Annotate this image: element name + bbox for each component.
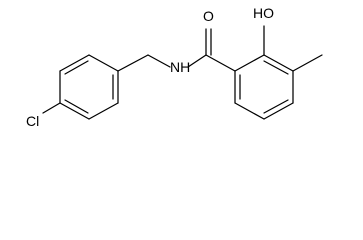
ring-double-bond <box>263 60 289 75</box>
structure-canvas: O HO NH Cl <box>26 5 323 129</box>
molecule-drawing: O HO NH Cl <box>26 5 323 129</box>
carbonyl-to-ring-bond <box>205 54 236 72</box>
methyl-bond <box>292 54 323 72</box>
hydroxymethylphenyl-ring <box>234 54 294 120</box>
carbonyl-oxygen-label: O <box>203 8 214 24</box>
chlorine-label: Cl <box>26 113 39 129</box>
ring-bond <box>263 54 294 72</box>
ring-bond <box>59 102 90 120</box>
c-cl-bond <box>42 102 61 114</box>
ring-double-bond <box>64 99 89 114</box>
ring-bond <box>88 102 119 120</box>
ring-bond <box>234 102 265 120</box>
hydroxyl-label: HO <box>253 5 274 21</box>
ring-bond <box>59 54 90 72</box>
ring-double-bond <box>263 99 289 114</box>
ring-bond <box>263 102 294 120</box>
ch2-to-n-bond <box>147 54 171 68</box>
ring-double-bond <box>64 60 89 75</box>
ring-bond <box>234 54 265 72</box>
n-to-carbonyl-bond <box>187 54 207 68</box>
ring-to-ch2-bond <box>117 54 149 72</box>
amide-nitrogen-label: NH <box>170 59 190 75</box>
chlorophenyl-ring <box>59 54 119 120</box>
ring-bond <box>88 54 119 72</box>
